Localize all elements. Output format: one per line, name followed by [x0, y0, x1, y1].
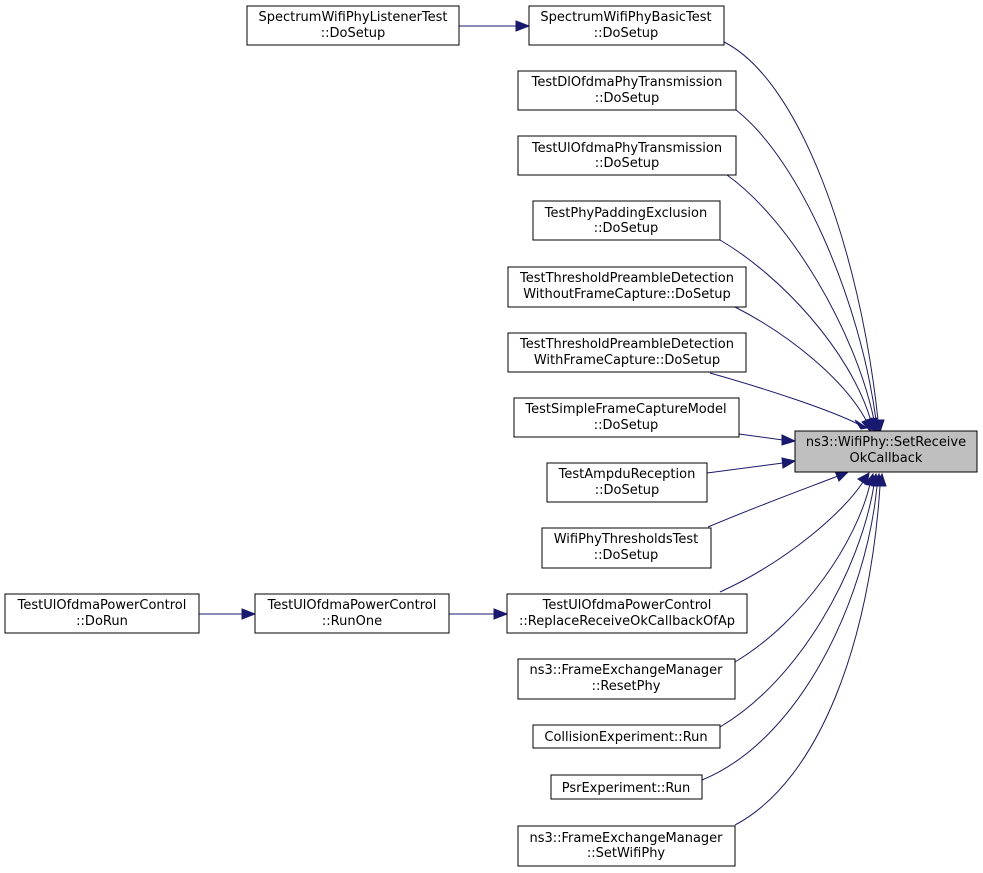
- node-label-2: ::ReplaceReceiveOkCallbackOfAp: [519, 614, 735, 629]
- node-label-2: ::SetWifiPhy: [587, 846, 666, 861]
- target-node-label-2: OkCallback: [850, 451, 923, 466]
- node-label-2: ::DoSetup: [594, 26, 659, 41]
- node-dl-ofdma[interactable]: TestDlOfdmaPhyTransmission ::DoSetup: [517, 70, 737, 111]
- edge-spectrum-basic-to-target: [723, 41, 885, 434]
- node-label-1: TestThresholdPreambleDetection: [519, 337, 734, 352]
- node-ampdu[interactable]: TestAmpduReception ::DoSetup: [546, 462, 708, 503]
- node-label-2: ::DoSetup: [595, 483, 660, 498]
- node-collision[interactable]: CollisionExperiment::Run: [532, 724, 721, 749]
- node-label-1: TestUlOfdmaPowerControl: [542, 598, 712, 613]
- edge-simple-capture-to-target: [738, 433, 797, 446]
- node-set-wifi-phy[interactable]: ns3::FrameExchangeManager ::SetWifiPhy: [517, 825, 736, 867]
- node-label-2: ::DoSetup: [594, 418, 659, 433]
- node-label-1: TestPhyPaddingExclusion: [544, 206, 707, 221]
- edge-reset-phy-to-target: [734, 472, 877, 663]
- node-label-2: WithoutFrameCapture::DoSetup: [523, 287, 731, 302]
- node-spectrum-listener[interactable]: SpectrumWifiPhyListenerTest ::DoSetup: [246, 5, 460, 46]
- nodes: ns3::WifiPhy::SetReceive OkCallback Spec…: [4, 5, 978, 867]
- node-ul-ofdma[interactable]: TestUlOfdmaPhyTransmission ::DoSetup: [517, 135, 737, 176]
- edge-set-wifi-phy-to-target: [734, 472, 887, 826]
- node-padding[interactable]: TestPhyPaddingExclusion ::DoSetup: [532, 200, 721, 241]
- node-threshold-without[interactable]: TestThresholdPreambleDetection WithoutFr…: [507, 266, 747, 308]
- node-label-1: TestUlOfdmaPowerControl: [267, 598, 437, 613]
- node-label-1: TestDlOfdmaPhyTransmission: [531, 75, 723, 90]
- edge-do-run-to-run-one: [199, 608, 257, 620]
- edge-ul-ofdma-to-target: [726, 174, 881, 434]
- node-label-1: ns3::FrameExchangeManager: [529, 663, 723, 678]
- node-label-2: ::DoSetup: [595, 91, 660, 106]
- node-simple-capture[interactable]: TestSimpleFrameCaptureModel ::DoSetup: [513, 397, 740, 438]
- node-threshold-with[interactable]: TestThresholdPreambleDetection WithFrame…: [507, 332, 747, 373]
- node-run-one[interactable]: TestUlOfdmaPowerControl ::RunOne: [254, 593, 450, 634]
- node-label-1: PsrExperiment::Run: [562, 781, 691, 796]
- node-label-2: ::DoSetup: [595, 156, 660, 171]
- edge-threshold-without-to-target: [734, 306, 873, 434]
- node-replace-cb[interactable]: TestUlOfdmaPowerControl ::ReplaceReceive…: [506, 593, 748, 634]
- node-label-1: TestSimpleFrameCaptureModel: [524, 402, 726, 417]
- edges: [199, 20, 887, 826]
- target-node-label-1: ns3::WifiPhy::SetReceive: [806, 435, 966, 450]
- node-spectrum-basic[interactable]: SpectrumWifiPhyBasicTest ::DoSetup: [528, 5, 725, 46]
- edge-replace-cb-to-target: [719, 472, 870, 593]
- node-label-1: WifiPhyThresholdsTest: [554, 532, 699, 547]
- node-reset-phy[interactable]: ns3::FrameExchangeManager ::ResetPhy: [517, 658, 736, 700]
- node-label-1: TestUlOfdmaPowerControl: [17, 598, 187, 613]
- node-label-2: ::RunOne: [322, 614, 382, 629]
- edge-thresholds-to-target: [707, 470, 850, 528]
- node-label-1: TestThresholdPreambleDetection: [519, 271, 734, 286]
- edge-dl-ofdma-to-target: [735, 109, 883, 434]
- node-label-1: SpectrumWifiPhyListenerTest: [258, 10, 447, 25]
- node-label-2: WithFrameCapture::DoSetup: [534, 353, 720, 368]
- node-label-2: ::DoSetup: [594, 221, 659, 236]
- node-label-1: TestUlOfdmaPhyTransmission: [531, 141, 722, 156]
- edge-run-one-to-replace-cb: [449, 608, 509, 620]
- node-thresholds[interactable]: WifiPhyThresholdsTest ::DoSetup: [541, 527, 712, 569]
- node-label-2: ::DoRun: [76, 614, 128, 629]
- node-label-1: CollisionExperiment::Run: [544, 730, 707, 745]
- edge-threshold-with-to-target: [709, 372, 869, 430]
- target-node[interactable]: ns3::WifiPhy::SetReceive OkCallback: [794, 430, 978, 473]
- node-label-2: ::ResetPhy: [592, 679, 661, 694]
- node-label-2: ::DoSetup: [594, 548, 659, 563]
- edge-spectrum-listener-to-spectrum-basic: [459, 20, 531, 32]
- node-label-1: SpectrumWifiPhyBasicTest: [540, 10, 711, 25]
- node-do-run[interactable]: TestUlOfdmaPowerControl ::DoRun: [4, 593, 200, 634]
- edge-ampdu-to-target: [706, 457, 797, 474]
- node-label-1: ns3::FrameExchangeManager: [529, 831, 723, 846]
- node-label-2: ::DoSetup: [321, 26, 386, 41]
- node-psr[interactable]: PsrExperiment::Run: [550, 774, 703, 800]
- node-label-1: TestAmpduReception: [558, 467, 696, 482]
